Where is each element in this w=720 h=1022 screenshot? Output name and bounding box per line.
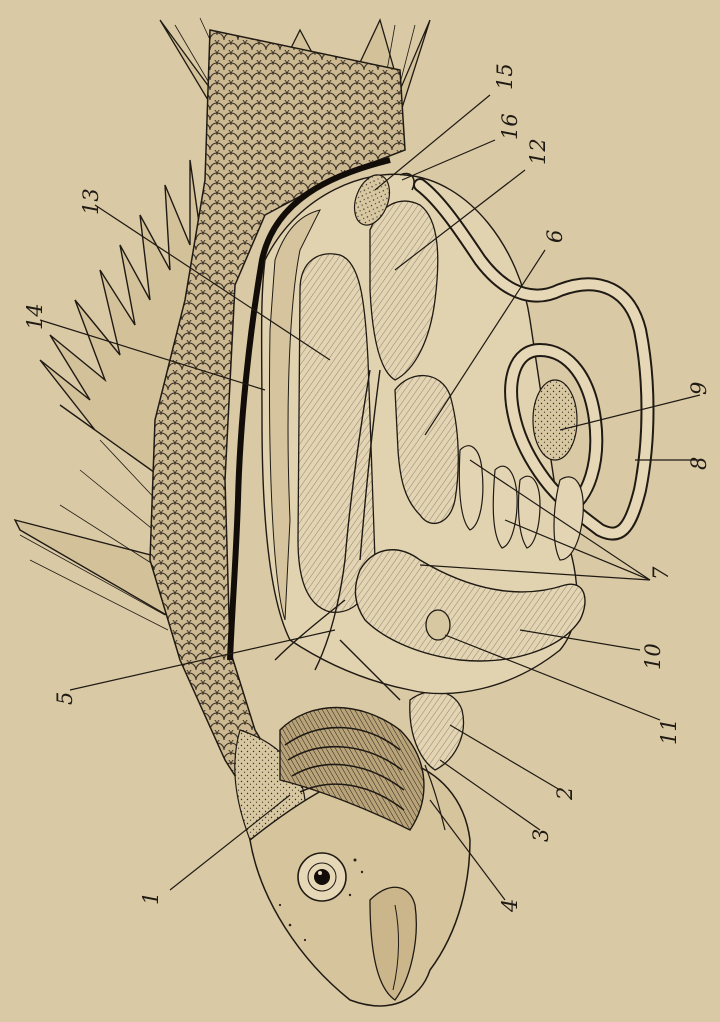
callout-2: 2: [553, 787, 577, 801]
callout-15: 15: [493, 63, 517, 90]
spleen: [533, 380, 577, 460]
callout-9: 9: [687, 382, 711, 395]
callout-7: 7: [649, 566, 673, 580]
callout-14: 14: [23, 303, 47, 330]
callout-5: 5: [53, 692, 77, 705]
swim-bladder: [298, 254, 375, 613]
callout-4: 4: [498, 899, 522, 913]
callout-11: 11: [657, 718, 681, 745]
callout-1: 1: [139, 892, 163, 905]
callout-3: 3: [529, 829, 553, 842]
callout-12: 12: [526, 138, 550, 165]
eye: [298, 853, 346, 901]
callout-13: 13: [79, 188, 103, 215]
callout-8: 8: [687, 457, 711, 470]
callout-6: 6: [543, 230, 567, 243]
callout-16: 16: [498, 113, 522, 140]
callout-10: 10: [641, 643, 665, 670]
